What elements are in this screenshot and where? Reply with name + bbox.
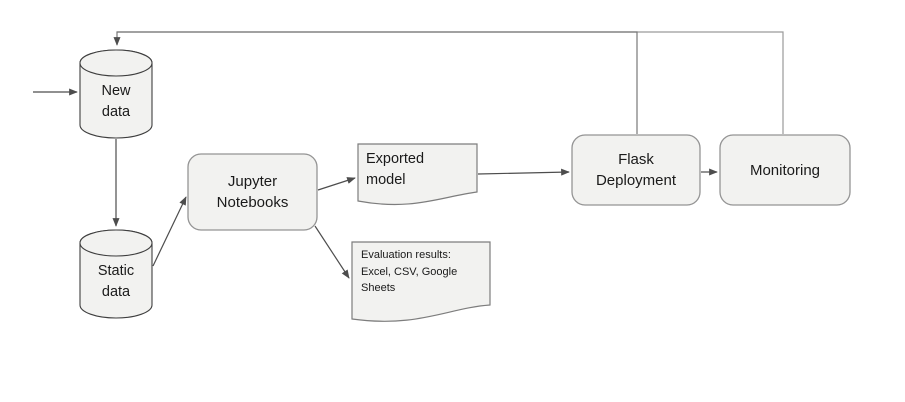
edge-jupyter-to-exported[interactable] [317,177,356,191]
evaluation-results-document[interactable] [351,241,491,322]
edge-exported-to-flask[interactable] [477,168,570,176]
flask-deployment-label: Flask Deployment [595,151,677,189]
static-data-cylinder-top [79,229,153,257]
edge-flask-to-newdata[interactable] [113,31,638,134]
monitoring-label: Monitoring [749,161,821,179]
node-layer [79,49,851,322]
evaluation-results-label: Evaluation results: Excel, CSV, Google S… [361,249,458,294]
edge-monitoring-to-newdata[interactable] [117,31,784,134]
static-data-label: Static data [97,263,135,300]
exported-model-document[interactable] [357,143,478,206]
new-data-label: New data [101,83,131,120]
edge-jupyter-to-evaluation[interactable] [314,225,350,279]
flask-deployment-box[interactable] [571,134,701,206]
edge-staticdata-to-jupyter[interactable] [152,196,187,267]
edge-layer [33,31,784,279]
jupyter-notebooks-box[interactable] [187,153,318,231]
jupyter-notebooks-label: Jupyter Notebooks [216,173,289,211]
monitoring-box[interactable] [719,134,851,206]
exported-model-label: Exported model [366,151,425,188]
new-data-cylinder-top [79,49,153,77]
